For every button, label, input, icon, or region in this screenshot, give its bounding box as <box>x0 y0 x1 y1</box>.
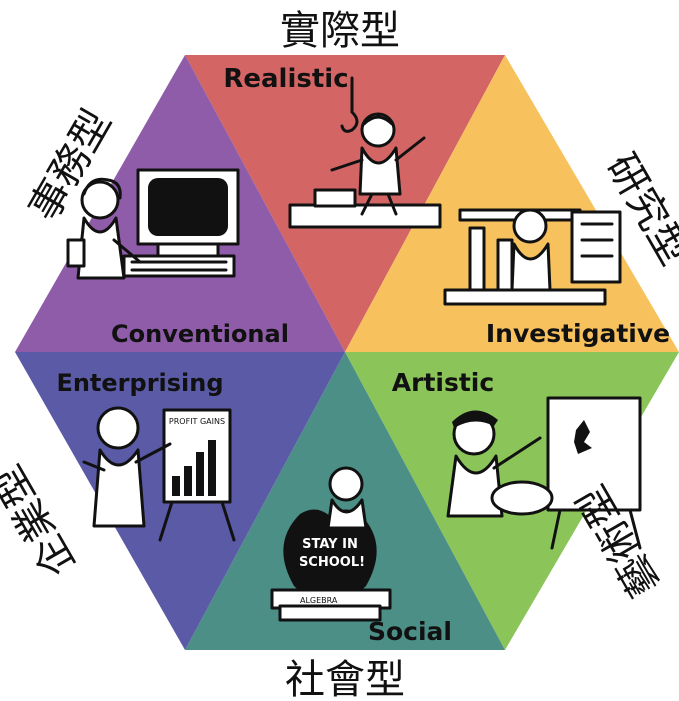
enterprising-zh-label: 企業型 <box>0 457 85 584</box>
conventional-clerk-illustration <box>66 168 240 280</box>
enterprising-presenter-illustration: PROFIT GAINS <box>82 406 236 542</box>
apple-text-line2: SCHOOL! <box>299 555 365 570</box>
conventional-label: Conventional <box>111 320 289 348</box>
social-apple-illustration: STAY IN SCHOOL! ALGEBRA <box>270 466 392 622</box>
social-label: Social <box>368 617 452 646</box>
realistic-worker-illustration <box>288 76 442 229</box>
social-zh-label: 社會型 <box>285 657 405 701</box>
realistic-label: Realistic <box>223 64 348 94</box>
enterprising-label: Enterprising <box>56 369 223 397</box>
investigative-scientist-illustration <box>443 208 622 306</box>
artistic-painter-illustration <box>446 396 642 550</box>
artistic-label: Artistic <box>392 368 494 397</box>
investigative-label: Investigative <box>486 319 670 348</box>
profit-chart-title: PROFIT GAINS <box>169 417 225 426</box>
book-label: ALGEBRA <box>300 596 338 605</box>
apple-text-line1: STAY IN <box>302 537 358 552</box>
artistic-zh-label: 藝術型 <box>569 477 669 604</box>
realistic-zh-label: 實際型 <box>280 8 400 54</box>
